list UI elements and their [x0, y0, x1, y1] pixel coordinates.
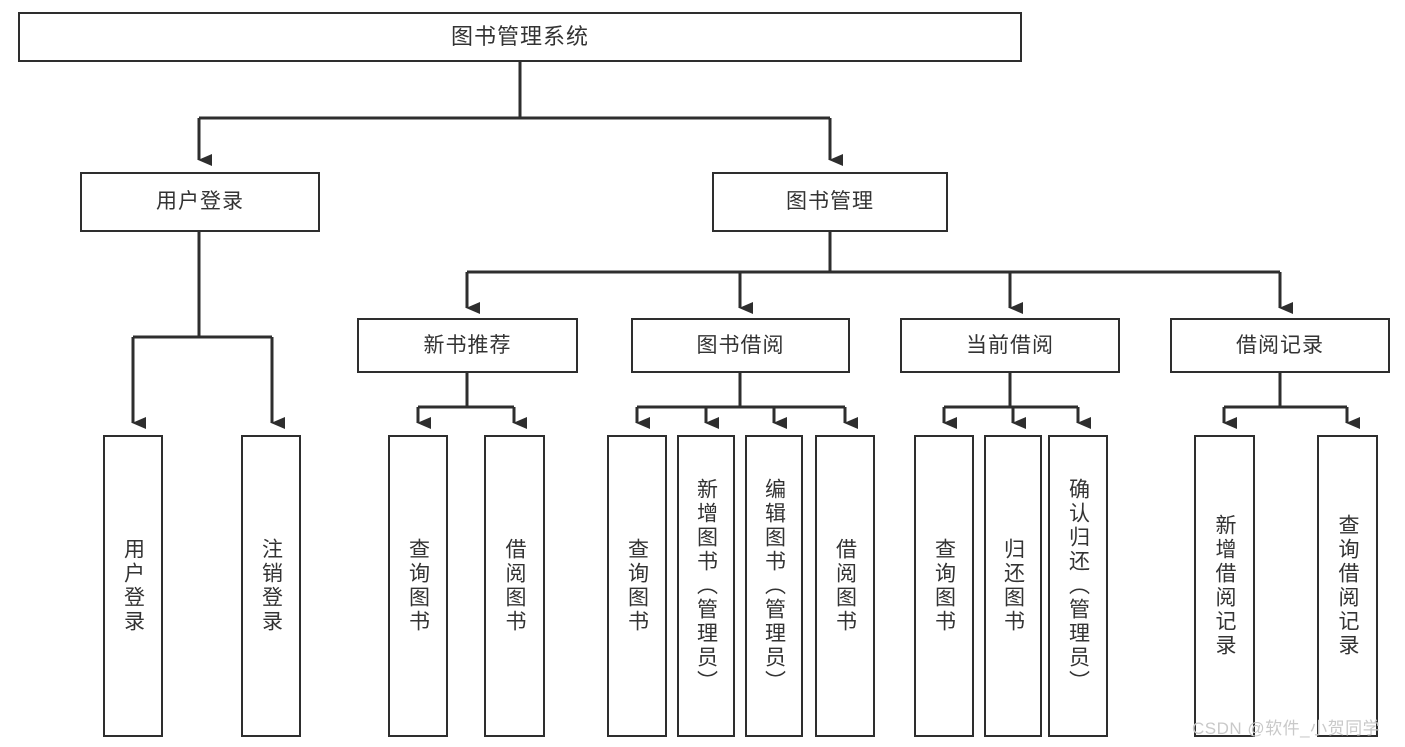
- node-user-login[interactable]: 用户登录: [80, 172, 320, 232]
- leaf-query-borrow-record[interactable]: 查询借阅记录: [1317, 435, 1378, 737]
- leaf-borrow-book-recommend[interactable]: 借阅图书: [484, 435, 545, 737]
- leaf-user-logout[interactable]: 注销登录: [241, 435, 301, 737]
- node-new-book-recommendation[interactable]: 新书推荐: [357, 318, 578, 373]
- leaf-user-login[interactable]: 用户登录: [103, 435, 163, 737]
- leaf-query-book-borrow[interactable]: 查询图书: [607, 435, 667, 737]
- leaf-query-book-current[interactable]: 查询图书: [914, 435, 974, 737]
- leaf-confirm-return-admin[interactable]: 确认归还（管理员）: [1048, 435, 1108, 737]
- node-book-borrow[interactable]: 图书借阅: [631, 318, 850, 373]
- node-root[interactable]: 图书管理系统: [18, 12, 1022, 62]
- node-current-borrow[interactable]: 当前借阅: [900, 318, 1120, 373]
- leaf-add-book-admin[interactable]: 新增图书（管理员）: [677, 435, 735, 737]
- leaf-add-borrow-record[interactable]: 新增借阅记录: [1194, 435, 1255, 737]
- node-borrow-record[interactable]: 借阅记录: [1170, 318, 1390, 373]
- leaf-borrow-book-borrow[interactable]: 借阅图书: [815, 435, 875, 737]
- leaf-edit-book-admin[interactable]: 编辑图书（管理员）: [745, 435, 803, 737]
- leaf-query-book-recommend[interactable]: 查询图书: [388, 435, 448, 737]
- leaf-return-book[interactable]: 归还图书: [984, 435, 1042, 737]
- node-book-manage[interactable]: 图书管理: [712, 172, 948, 232]
